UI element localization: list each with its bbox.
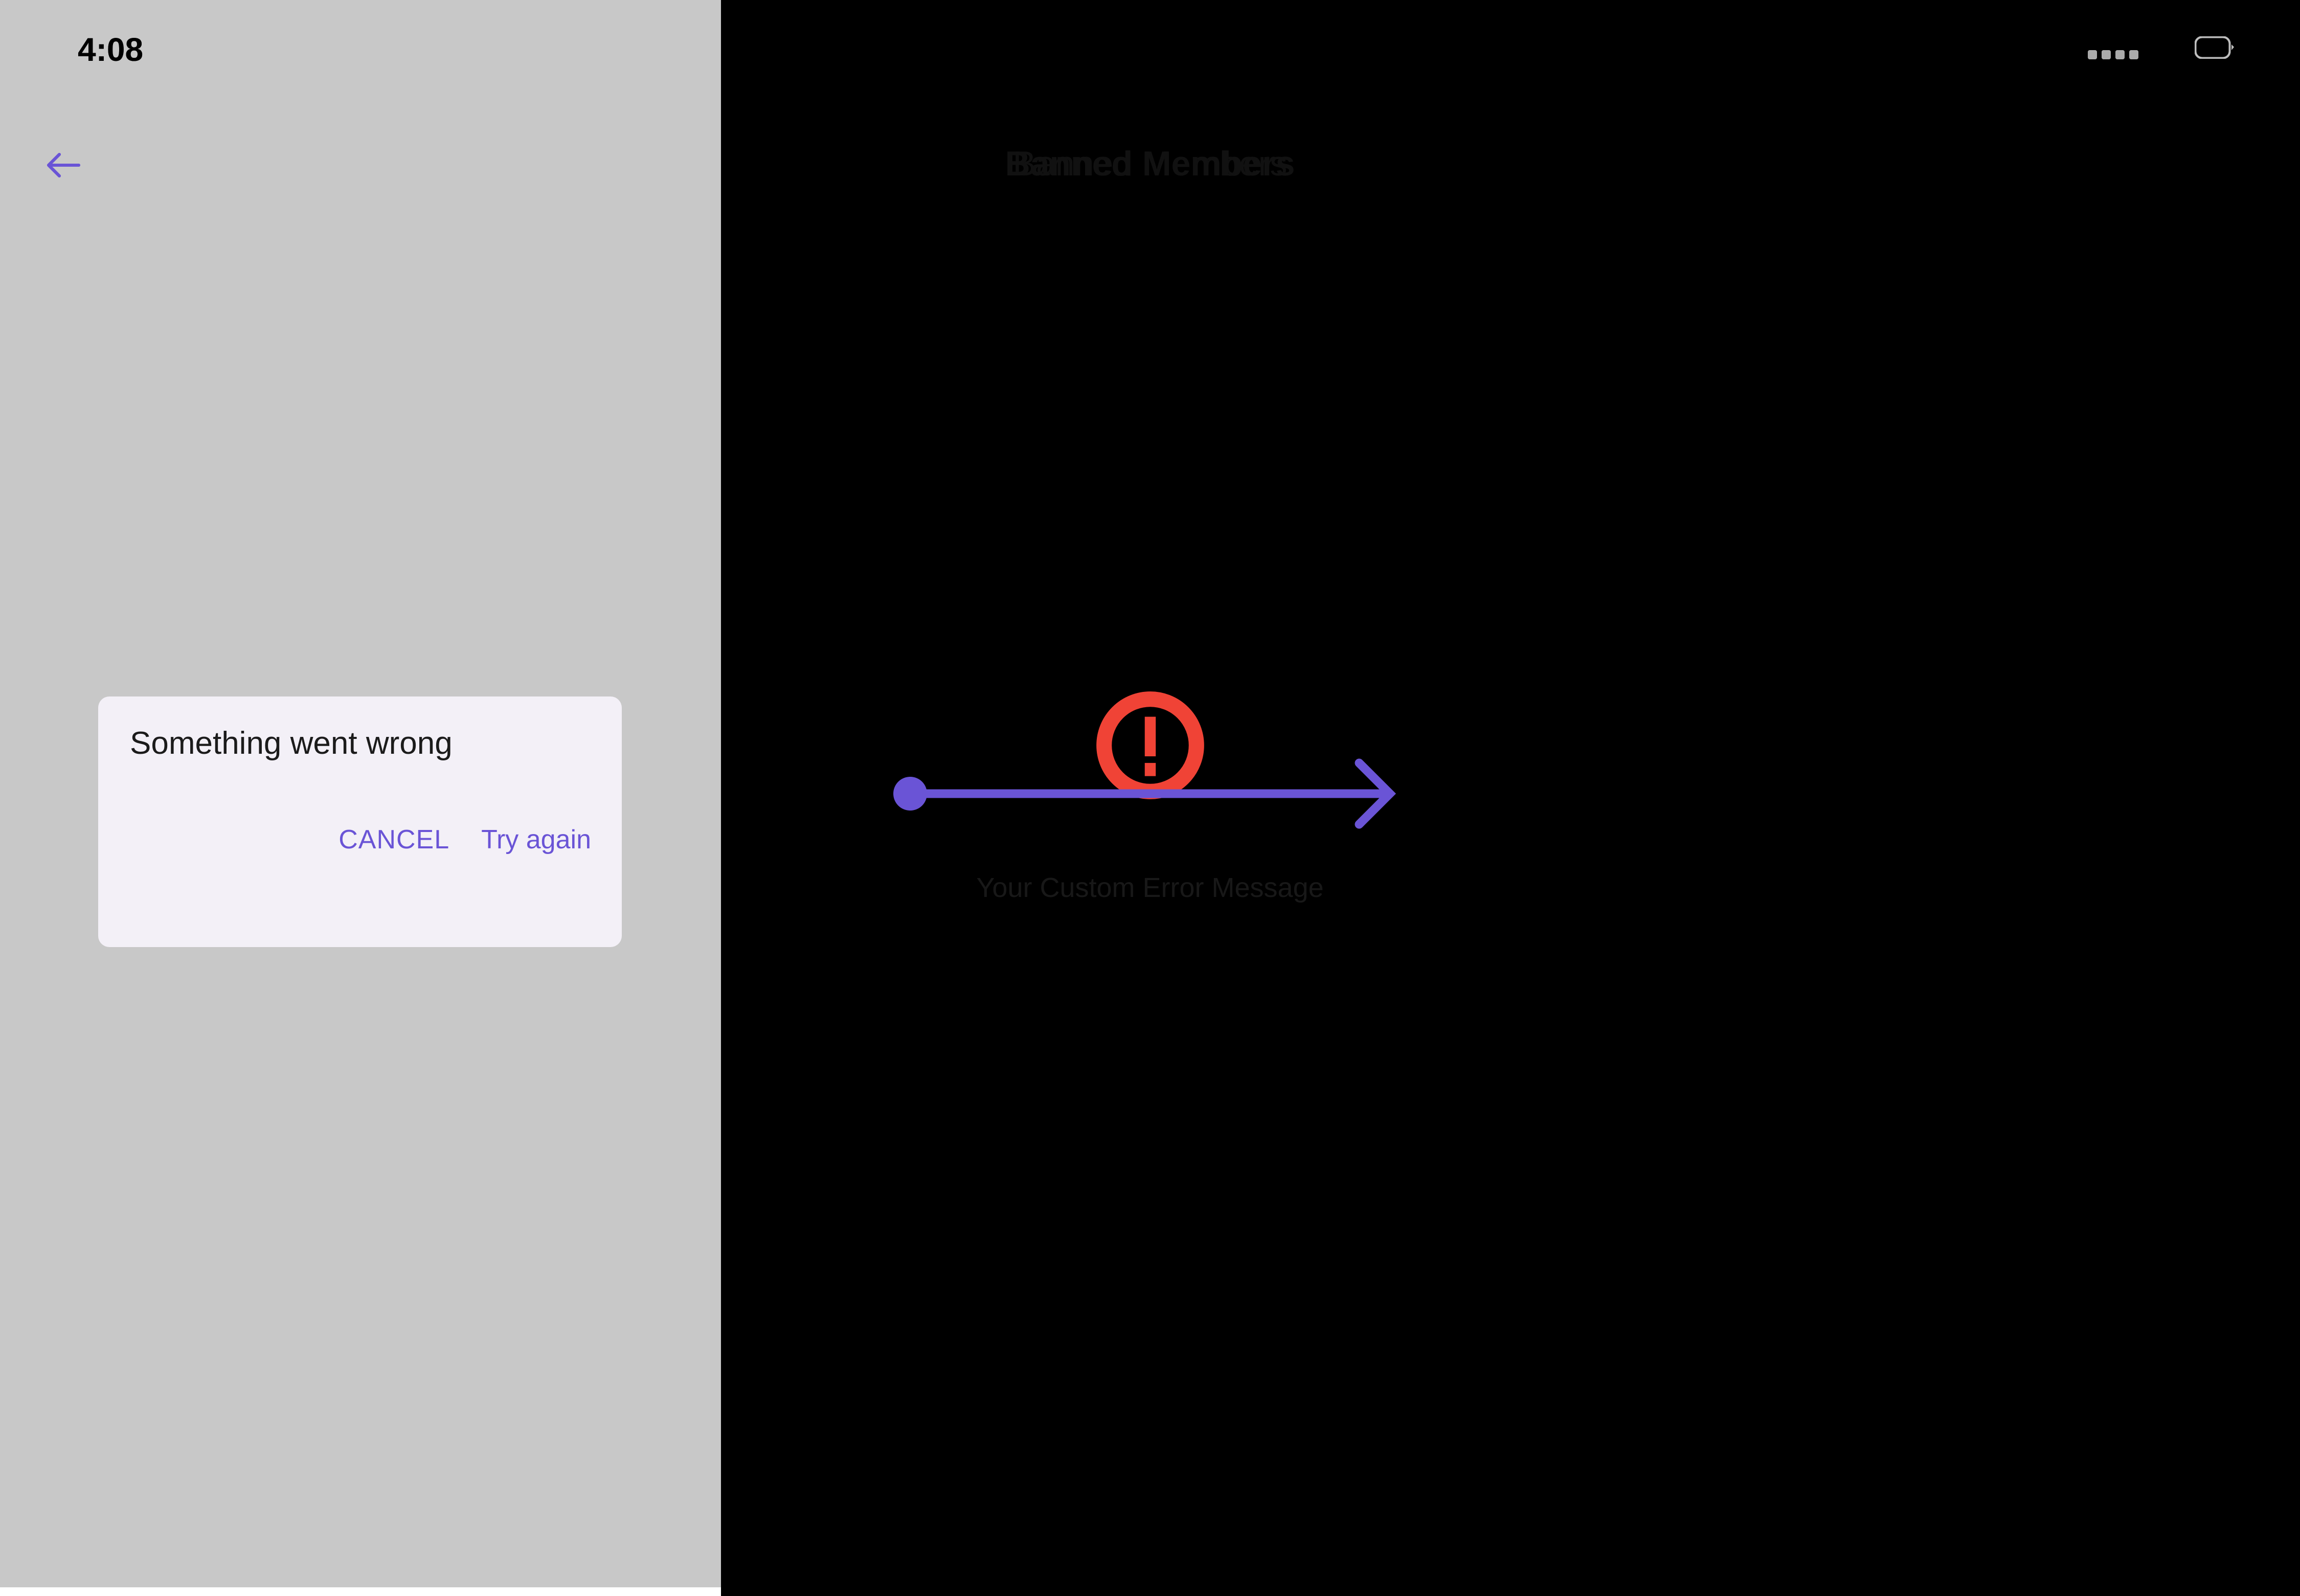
page-title: Banned Members [1005, 144, 1295, 183]
error-exclamation-circle-icon [1095, 690, 1205, 800]
back-button[interactable] [36, 137, 92, 193]
error-message: Your Custom Error Message [976, 872, 1324, 903]
status-bar-time: 4:08 [78, 31, 144, 68]
page-title: Banned Members [1012, 144, 1288, 183]
nav-bar: Banned Members [0, 128, 2300, 199]
signal-dots-icon [2088, 36, 2138, 59]
dialog-actions: CANCEL Try again [339, 824, 591, 855]
status-bar: 4:08 [0, 0, 2300, 97]
wifi-icon [2152, 36, 2181, 59]
status-bar-time: 4:08 [78, 31, 144, 68]
error-state: Your Custom Error Message [0, 690, 2300, 904]
error-dialog: Something went wrong CANCEL Try again [98, 696, 622, 947]
dialog-title: Something went wrong [130, 726, 453, 761]
cancel-button[interactable]: CANCEL [339, 825, 450, 855]
dynamic-island [1030, 24, 1270, 93]
phone-mockup-before: 4:08 [0, 0, 2234, 1587]
home-indicator[interactable] [1019, 1578, 1281, 1586]
phone-mockup-after: 4:08 [0, 24, 2234, 1596]
arrow-left-icon [41, 142, 87, 188]
battery-full-icon [2195, 36, 2235, 59]
status-bar-indicators [2088, 36, 2235, 59]
try-again-button[interactable]: Try again [481, 825, 591, 855]
